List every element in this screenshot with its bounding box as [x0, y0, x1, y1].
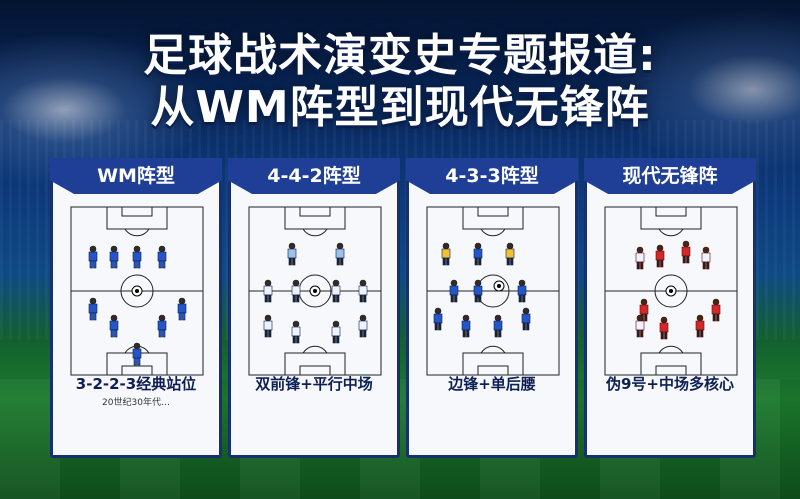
player-icon [655, 244, 665, 268]
card-subtitle: 伪9号+中场多核心 [605, 375, 734, 393]
player-icon [635, 246, 645, 270]
card-title: 现代无锋阵 [584, 158, 756, 194]
card-description: 20世纪30年代… [102, 398, 170, 408]
player-icon [433, 307, 443, 331]
player-icon [521, 307, 531, 331]
player-icon [177, 297, 187, 321]
player-icon [695, 314, 705, 338]
pitch-markings [426, 206, 560, 376]
player-icon [701, 246, 711, 270]
player-icon [681, 240, 691, 264]
player-icon [358, 279, 368, 303]
soccer-ball-icon [665, 285, 677, 297]
player-icon [331, 279, 341, 303]
player-icon [441, 242, 451, 266]
soccer-ball-icon [309, 285, 321, 297]
player-icon [473, 279, 483, 303]
card-subtitle: 3-2-2-3经典站位 [75, 375, 197, 393]
players [635, 240, 721, 340]
player-icon [449, 279, 459, 303]
player-icon [157, 314, 167, 338]
players [433, 242, 531, 338]
player-icon [635, 314, 645, 338]
card-title: 4-4-2阵型 [228, 158, 400, 194]
page-title-line-1: 足球战术演变史专题报道: [143, 30, 657, 81]
player-icon [88, 297, 98, 321]
player-icon [461, 314, 471, 338]
player-icon [287, 242, 297, 266]
pitch-diagram [604, 206, 738, 376]
card-subtitle: 边锋+单后腰 [448, 375, 536, 393]
players [88, 245, 187, 366]
players [263, 242, 368, 344]
player-icon [109, 314, 119, 338]
card-title: 4-3-3阵型 [406, 158, 578, 194]
player-icon [358, 314, 368, 338]
formation-card-false-nine: 现代无锋阵 伪9号+中场多核心 [584, 158, 756, 458]
pitch-diagram [426, 206, 560, 376]
player-icon [88, 245, 98, 269]
pitch-markings [604, 206, 738, 376]
player-icon [335, 242, 345, 266]
player-icon [132, 342, 142, 366]
player-icon [132, 245, 142, 269]
formation-card-433: 4-3-3阵型 边锋+单后腰 [406, 158, 578, 458]
player-icon [157, 245, 167, 269]
player-icon [109, 245, 119, 269]
card-title: WM阵型 [50, 158, 222, 194]
formation-card-442: 4-4-2阵型 双前锋+平行中场 [228, 158, 400, 458]
player-icon [711, 298, 721, 322]
player-icon [263, 279, 273, 303]
player-icon [659, 316, 669, 340]
player-icon [505, 242, 515, 266]
pitch-diagram [248, 206, 382, 376]
soccer-ball-icon [493, 280, 505, 292]
page-title-line-2: 从WM阵型到现代无锋阵 [150, 82, 650, 133]
player-icon [517, 279, 527, 303]
player-icon [291, 279, 301, 303]
formation-card-wm: WM阵型 3-2-2-3经典站位 20世纪30年代… [50, 158, 222, 458]
player-icon [291, 320, 301, 344]
player-icon [473, 242, 483, 266]
card-subtitle: 双前锋+平行中场 [255, 375, 373, 393]
soccer-ball-icon [131, 285, 143, 297]
player-icon [263, 314, 273, 338]
player-icon [331, 320, 341, 344]
pitch-diagram [70, 206, 204, 376]
player-icon [493, 314, 503, 338]
